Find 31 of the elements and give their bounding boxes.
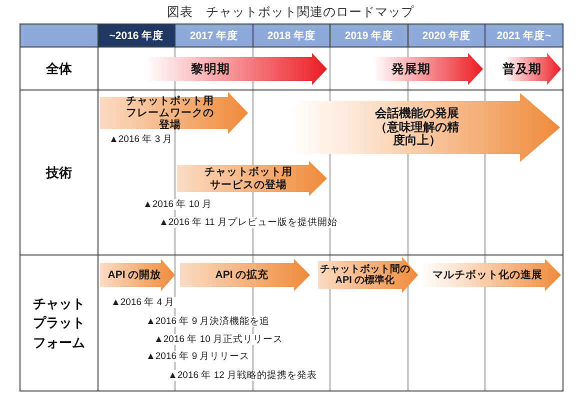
column-header: 2019 年度 bbox=[330, 24, 408, 47]
event-note: ▲2016 年 10 月正式リリース bbox=[153, 334, 284, 346]
banner-label: チャットボット間のAPI の標準化 bbox=[319, 264, 411, 286]
banner-label: チャットボット用サービスの登場 bbox=[204, 166, 293, 191]
banner-label: API の開放 bbox=[108, 268, 162, 282]
banner-label: マルチボット化の進展 bbox=[432, 268, 542, 282]
banner-label: API の拡充 bbox=[215, 268, 269, 282]
phase-banner bbox=[100, 259, 175, 291]
banner-label: 会話機能の発展（意味理解の精度向上） bbox=[374, 106, 460, 148]
phase-banner bbox=[100, 92, 248, 134]
event-note: ▲2016 年 12 月戦略的提携を発表 bbox=[167, 370, 318, 382]
event-note: ▲2016 年 11 月プレビュー版を提供開始 bbox=[158, 217, 338, 228]
event-note: ▲2016 年 9 月リリース bbox=[145, 351, 251, 362]
phase-banner bbox=[177, 161, 327, 196]
column-header: 2020 年度 bbox=[408, 24, 485, 47]
column-header: ~2016 年度 bbox=[98, 24, 175, 47]
banner-label: 普及期 bbox=[502, 62, 542, 76]
event-note: ▲2016 年 9 月決済機能を追 bbox=[145, 316, 271, 328]
diagram-title: 図表 チャットボット関連のロードマップ bbox=[167, 5, 414, 19]
event-note: ▲2016 年 4 月 bbox=[110, 297, 176, 308]
banner-label: チャットボット用フレームワークの登場 bbox=[126, 94, 214, 132]
column-header: 2017 年度 bbox=[175, 24, 253, 47]
row-header: 全体 bbox=[46, 60, 72, 78]
banner-label: 黎明期 bbox=[191, 62, 230, 76]
column-header: 2018 年度 bbox=[253, 24, 330, 47]
row-header: 技術 bbox=[46, 164, 72, 182]
column-header: 2021 年度~ bbox=[485, 24, 563, 47]
phase-banner bbox=[318, 257, 418, 293]
row-header: チャットプラットフォーム bbox=[32, 294, 86, 352]
banner-label: 発展期 bbox=[392, 62, 430, 76]
phase-banner bbox=[180, 259, 310, 291]
